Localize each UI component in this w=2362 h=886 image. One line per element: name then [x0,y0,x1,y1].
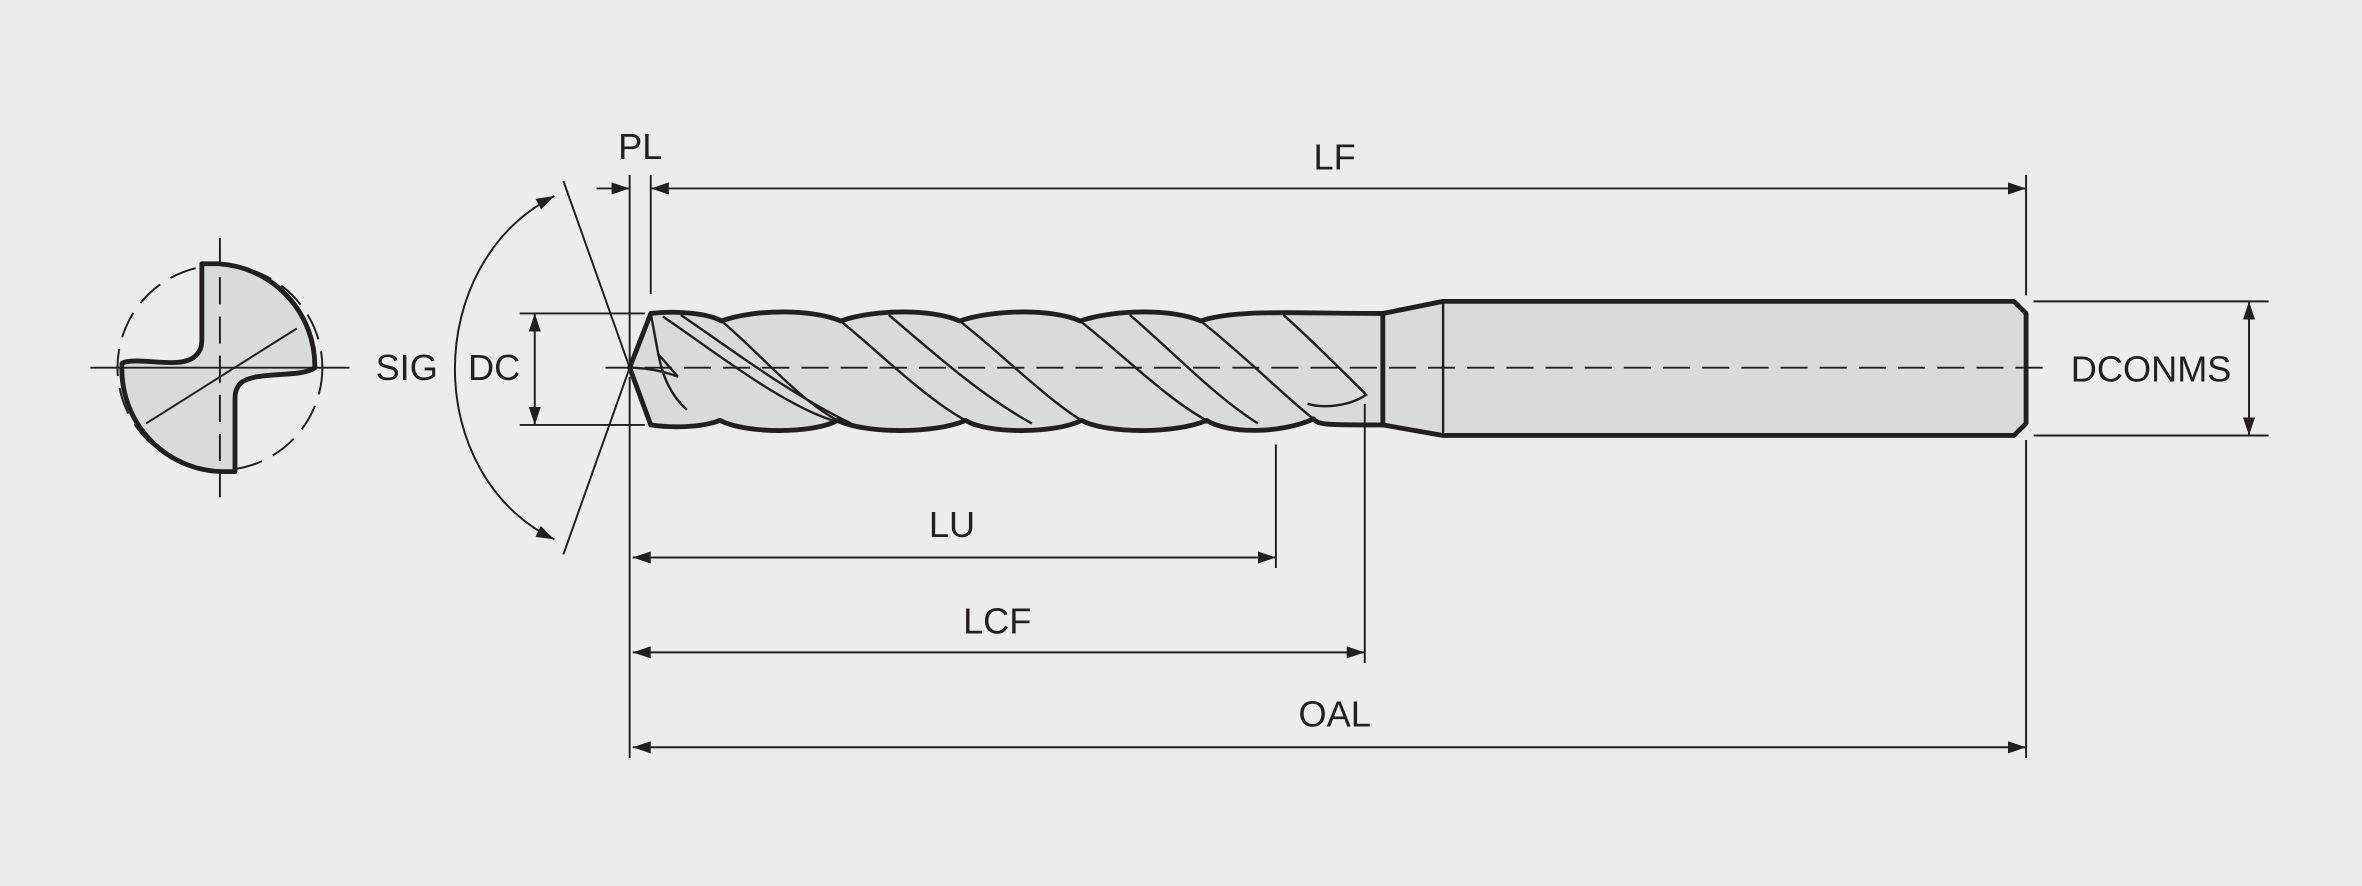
end-view-cutting-edge [145,327,298,425]
dconms-label: DCONMS [2071,349,2232,390]
lu-label: LU [929,504,975,545]
drill-body-flutes [627,309,1386,433]
sig-angle-arc [454,195,555,541]
flute-helix-lines [629,313,1369,425]
dc-label: DC [468,347,520,388]
pl-label: PL [618,126,662,167]
extension-lines [519,174,2269,758]
lcf-label: LCF [963,600,1031,641]
sig-label: SIG [376,347,438,388]
oal-label: OAL [1298,694,1370,735]
end-view [90,238,350,498]
lf-label: LF [1314,136,1356,177]
